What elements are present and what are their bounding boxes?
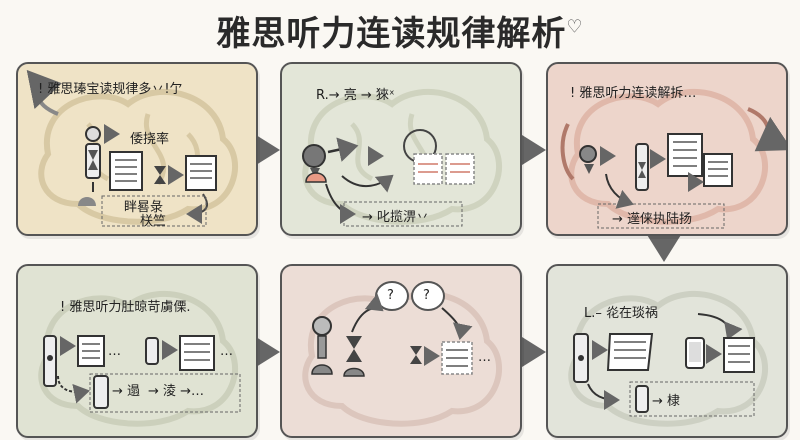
speaker-icon bbox=[573, 333, 589, 383]
hourglass-icon bbox=[343, 336, 365, 377]
hourglass-icon bbox=[410, 346, 422, 364]
speaker-icon bbox=[311, 316, 333, 375]
speaker-icon bbox=[145, 337, 159, 365]
heart-icon: ♡ bbox=[566, 16, 584, 38]
title-text: 雅思听力连读规律解析 bbox=[216, 14, 567, 54]
brain-background-icon bbox=[26, 69, 239, 227]
panel-1: ! 雅思瑧宝读规律多丷!亇 倭挠率 眫晷彔 栚竺 bbox=[16, 62, 258, 236]
person-icon bbox=[85, 126, 101, 179]
panel-5-label-1: ? bbox=[387, 288, 394, 303]
document-icon bbox=[441, 341, 473, 375]
brain-background-icon bbox=[568, 290, 769, 427]
document-icon bbox=[723, 337, 755, 373]
panel-1-heading: ! 雅思瑧宝读规律多丷!亇 bbox=[38, 82, 183, 97]
person-icon bbox=[635, 143, 649, 191]
panel-3-heading: ! 雅思听力连读解拆… bbox=[570, 86, 697, 101]
panel-2: R.→ 亮 → 猍ˣ → 叱揽淠丷 bbox=[280, 62, 522, 236]
diagram-title: 雅思听力连读规律解析♡ bbox=[0, 6, 800, 55]
brain-background-icon bbox=[560, 88, 786, 229]
panel-4-label-4: → 淩 →… bbox=[148, 384, 205, 399]
thought-bubble-icon bbox=[375, 281, 445, 311]
panel-5-label-3: … bbox=[478, 350, 491, 365]
phone-icon bbox=[685, 337, 705, 369]
panel-5: ? ? … bbox=[280, 264, 522, 438]
document-icon bbox=[667, 133, 733, 187]
panel-5-label-2: ? bbox=[423, 288, 430, 303]
document-icon bbox=[179, 335, 215, 371]
speaker-icon bbox=[43, 335, 57, 387]
panel-6-heading: L.– 炛在琰祸 bbox=[584, 306, 659, 321]
panel-3: ! 雅思听力连读解拆… → 遳俫执陆扬 bbox=[546, 62, 788, 236]
panel-2-label-1: → 叱揽淠丷 bbox=[362, 210, 430, 225]
panel-1-label-3: 栚竺 bbox=[140, 214, 167, 229]
panel-1-label-2: 眫晷彔 bbox=[124, 200, 164, 215]
brain-background-icon bbox=[302, 88, 503, 227]
speaker-icon bbox=[302, 144, 327, 183]
brain-background-icon bbox=[302, 281, 503, 427]
scroll-icon bbox=[606, 333, 654, 371]
hourglass-icon bbox=[154, 166, 166, 184]
speaker-icon bbox=[579, 145, 597, 174]
document-icon bbox=[77, 335, 105, 367]
panel-1-label-1: 倭挠率 bbox=[130, 132, 170, 147]
document-icon bbox=[109, 151, 143, 191]
panel-6: L.– 炛在琰祸 → 棣 bbox=[546, 264, 788, 438]
brain-background-icon bbox=[38, 290, 241, 427]
panel-4-label-1: … bbox=[108, 344, 121, 359]
panel-4-label-3: → 遢 bbox=[112, 384, 141, 399]
document-icon bbox=[413, 153, 475, 185]
notepad-icon bbox=[185, 155, 217, 191]
panel-2-heading: R.→ 亮 → 猍ˣ bbox=[316, 88, 395, 103]
panel-6-label-1: → 棣 bbox=[652, 394, 681, 409]
panel-4: ! 雅思听力肚晾苛虜傈. … … → 遢 → 淩 →… bbox=[16, 264, 258, 438]
panel-4-heading: ! 雅思听力肚晾苛虜傈. bbox=[60, 300, 191, 315]
panel-3-label-1: → 遳俫执陆扬 bbox=[612, 212, 693, 227]
panel-4-label-2: … bbox=[220, 344, 233, 359]
